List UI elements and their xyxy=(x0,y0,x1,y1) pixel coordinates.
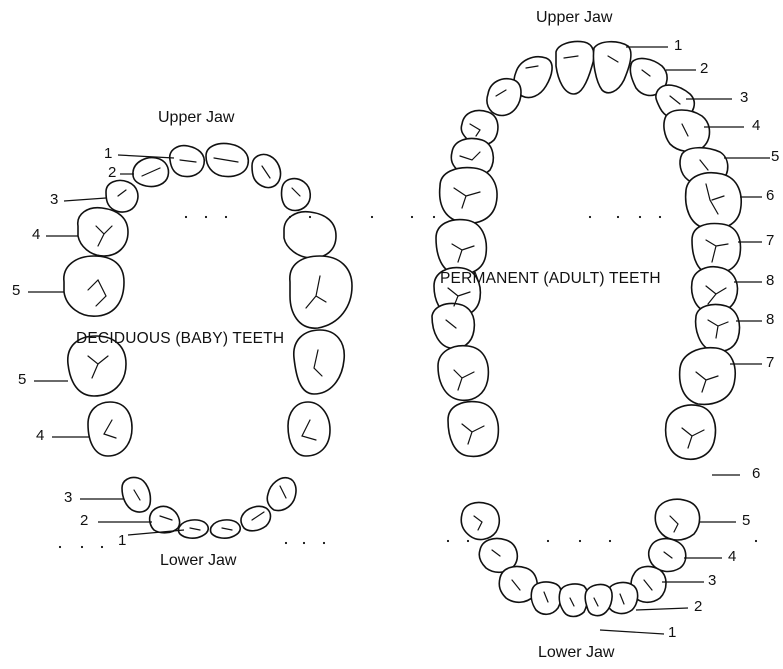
tooth-permanent-lower-left-1 xyxy=(559,584,588,617)
deciduous-lower-number-1: 1 xyxy=(118,532,126,549)
deciduous-lower-number-4: 4 xyxy=(36,427,44,444)
tooth-deciduous-upper-right-5 xyxy=(290,256,352,328)
deciduous-lower-number-5: 5 xyxy=(18,371,26,388)
tooth-permanent-lower-right-1 xyxy=(585,585,612,616)
permanent-upper-jaw-label: Upper Jaw xyxy=(536,9,612,27)
tooth-permanent-lower-left-6 xyxy=(448,402,498,457)
tooth-deciduous-upper-left-4 xyxy=(78,208,128,256)
tooth-deciduous-upper-right-2 xyxy=(252,154,281,187)
deciduous-caption: DECIDUOUS (BABY) TEETH xyxy=(76,330,284,348)
tooth-deciduous-lower-left-4 xyxy=(88,402,132,456)
tooth-deciduous-lower-right-2 xyxy=(241,506,271,530)
tooth-permanent-lower-right-5 xyxy=(655,499,699,540)
midline-dots xyxy=(59,216,757,548)
permanent-lower-number-7: 7 xyxy=(766,354,774,371)
deciduous-upper-number-3: 3 xyxy=(50,191,58,208)
permanent-upper-number-6: 6 xyxy=(766,187,774,204)
deciduous-upper-number-1: 1 xyxy=(104,145,112,162)
tooth-deciduous-lower-right-5 xyxy=(294,330,344,394)
deciduous-lower-jaw-label: Lower Jaw xyxy=(160,552,236,570)
deciduous-upper-number-5: 5 xyxy=(12,282,20,299)
permanent-lower-number-3: 3 xyxy=(708,572,716,589)
permanent-lower-number-2: 2 xyxy=(694,598,702,615)
deciduous-upper-number-2: 2 xyxy=(108,164,116,181)
permanent-upper-number-7: 7 xyxy=(766,232,774,249)
deciduous-lower-number-2: 2 xyxy=(80,512,88,529)
permanent-lower-number-4: 4 xyxy=(728,548,736,565)
permanent-lower-jaw-label: Lower Jaw xyxy=(538,644,614,662)
tooth-deciduous-lower-left-2 xyxy=(150,506,180,532)
tooth-permanent-upper-right-6 xyxy=(686,173,742,229)
tooth-permanent-upper-right-1 xyxy=(593,42,630,93)
permanent-upper-number-3: 3 xyxy=(740,89,748,106)
tooth-permanent-lower-right-6 xyxy=(666,405,716,459)
permanent-lower-number-1: 1 xyxy=(668,624,676,641)
tooth-deciduous-lower-right-4 xyxy=(288,402,330,456)
tooth-permanent-upper-left-3 xyxy=(487,79,521,116)
tooth-deciduous-lower-right-3 xyxy=(267,478,296,511)
tooth-deciduous-upper-right-3 xyxy=(281,179,310,211)
permanent-upper-number-5: 5 xyxy=(771,148,779,165)
permanent-caption: PERMANENT (ADULT) TEETH xyxy=(440,270,661,288)
tooth-permanent-lower-left-7 xyxy=(438,346,488,401)
permanent-lower-number-5: 5 xyxy=(742,512,750,529)
permanent-upper-number-1: 1 xyxy=(674,37,682,54)
tooth-permanent-upper-right-4 xyxy=(664,110,710,151)
permanent-upper-number-2: 2 xyxy=(700,60,708,77)
tooth-permanent-upper-left-7 xyxy=(436,220,486,275)
tooth-deciduous-upper-right-4 xyxy=(284,212,336,258)
deciduous-upper-number-4: 4 xyxy=(32,226,40,243)
tooth-permanent-upper-left-1 xyxy=(556,41,594,94)
permanent-upper-number-4: 4 xyxy=(752,117,760,134)
deciduous-lower-number-3: 3 xyxy=(64,489,72,506)
tooth-deciduous-upper-left-5 xyxy=(64,256,124,316)
tooth-deciduous-upper-left-3 xyxy=(106,180,138,212)
tooth-permanent-lower-right-7 xyxy=(680,348,736,405)
deciduous-upper-jaw-label: Upper Jaw xyxy=(158,109,234,127)
permanent-lower-arch xyxy=(432,304,740,617)
permanent-upper-number-8: 8 xyxy=(766,272,774,289)
permanent-lower-number-8: 8 xyxy=(766,311,774,328)
permanent-lower-number-6: 6 xyxy=(752,465,760,482)
